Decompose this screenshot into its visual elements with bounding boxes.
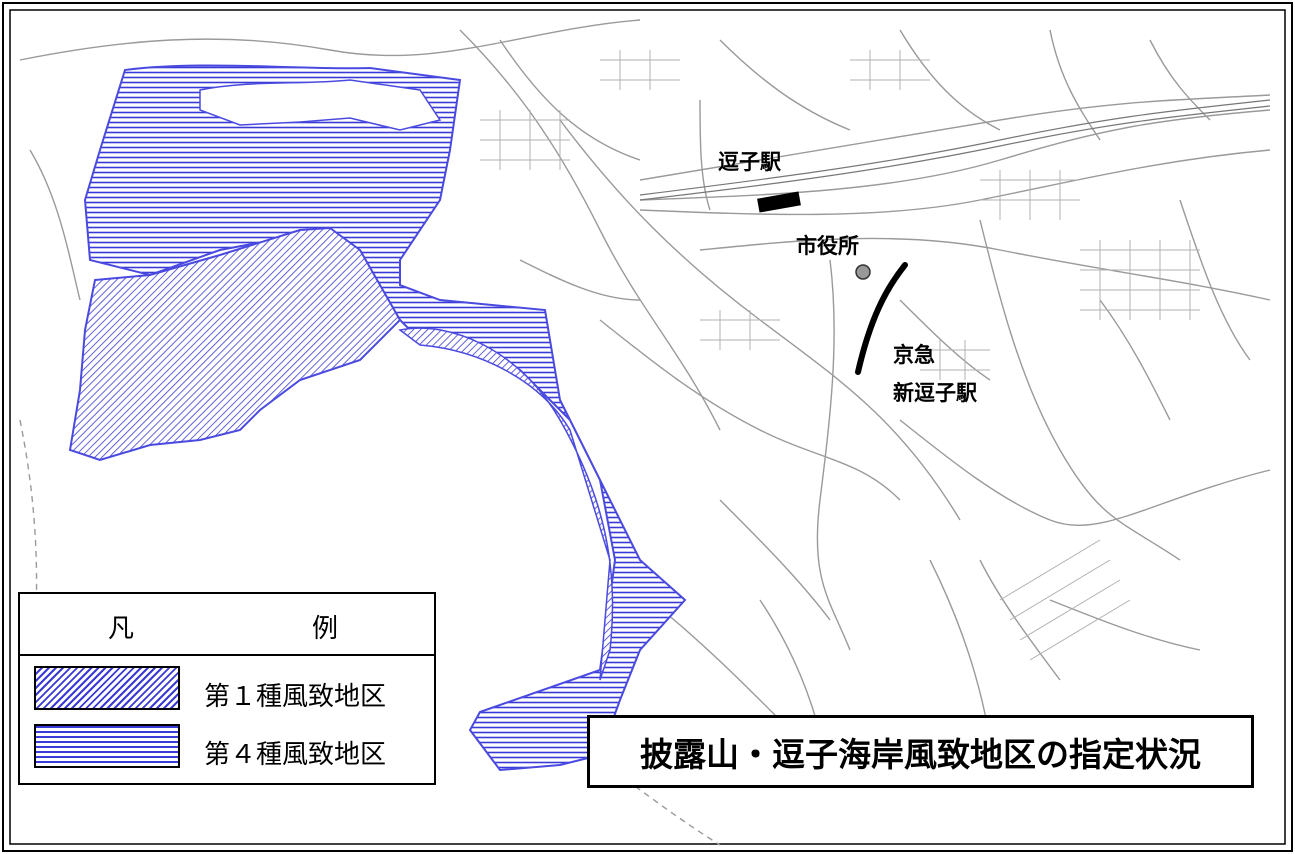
horizontal-hatch-swatch-icon [34, 724, 180, 768]
legend-item-zone1: 第１種風致地区 [34, 666, 424, 712]
legend-item-label: 第１種風致地区 [204, 682, 387, 712]
map-title: 披露山・逗子海岸風致地区の指定状況 [640, 734, 1201, 774]
city-hall-label: 市役所 [796, 234, 859, 258]
legend-heading-right: 例 [312, 614, 339, 644]
zone1-coastal-band [398, 327, 614, 681]
zushi-station-label: 逗子駅 [718, 150, 781, 174]
railway-jr [639, 99, 1271, 201]
legend-item-label: 第４種風致地区 [204, 740, 387, 770]
zone1-area [68, 226, 402, 462]
shin-zushi-station-label: 新逗子駅 [893, 381, 977, 405]
road-grid [480, 50, 1200, 661]
map-title-box: 披露山・逗子海岸風致地区の指定状況 [587, 715, 1254, 788]
legend-header: 凡 例 [20, 594, 434, 656]
map-legend: 凡 例 第１種風致地区 第４種風致地区 [18, 592, 436, 785]
diagonal-hatch-swatch-icon [34, 666, 180, 710]
zone4-clearing [199, 79, 442, 131]
legend-heading-left: 凡 [108, 614, 135, 644]
legend-item-zone4: 第４種風致地区 [34, 724, 424, 770]
station-marker-icon [757, 191, 801, 213]
road-network [19, 19, 1271, 846]
city-hall-marker-icon [855, 264, 871, 280]
railway-line-icon [855, 262, 908, 375]
keikyu-label: 京急 [893, 343, 935, 367]
